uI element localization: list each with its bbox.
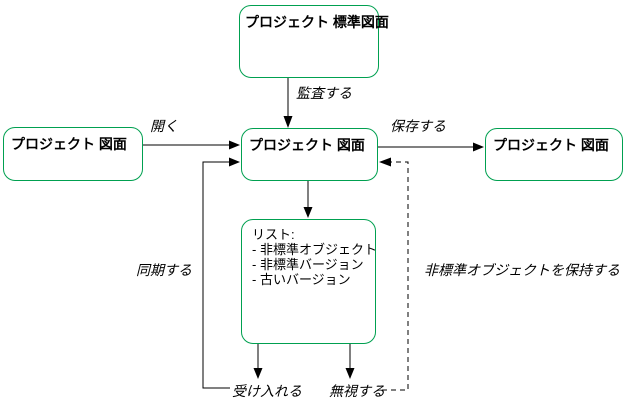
edge-label-accept: 受け入れる [232,383,302,399]
edge-keep-nonstandard-dashed-arrow [379,157,409,391]
list-heading: リスト: [252,227,295,242]
edge-label-keep-nonstandard: 非標準オブジェクトを保持する [424,262,620,278]
node-issue-list: リスト: - 非標準オブジェクト - 非標準バージョン - 古いバージョン [241,219,377,344]
node-project-drawing-working: プロジェクト 図面 [241,128,378,181]
edge-label-ignore: 無視する [329,383,385,399]
edge-label-sync: 同期する [136,262,192,278]
node-project-drawing-source: プロジェクト 図面 [3,127,143,181]
edge-label-save: 保存する [390,118,446,134]
node-title: プロジェクト 図面 [249,137,365,153]
node-project-standard-drawing: プロジェクト 標準図面 [239,5,389,78]
list-item: - 古いバージョン [252,272,351,287]
node-title: プロジェクト 図面 [11,136,127,152]
node-project-drawing-saved: プロジェクト 図面 [485,128,623,181]
node-title: プロジェクト 標準図面 [245,14,389,30]
edge-list-to-accept-arrow [253,344,263,379]
edge-label-audit: 監査する [296,85,352,101]
edge-sync-arrow [202,157,240,389]
list-item: - 非標準バージョン [252,257,364,272]
edge-label-open: 開く [150,118,178,134]
edge-audit-arrow [283,77,293,128]
edge-working-to-list-arrow [303,181,313,218]
list-item: - 非標準オブジェクト [252,242,377,257]
edge-save-arrow [377,142,484,152]
edge-list-to-ignore-arrow [345,344,355,379]
node-title: プロジェクト 図面 [493,137,609,153]
edge-open-arrow [142,140,240,150]
